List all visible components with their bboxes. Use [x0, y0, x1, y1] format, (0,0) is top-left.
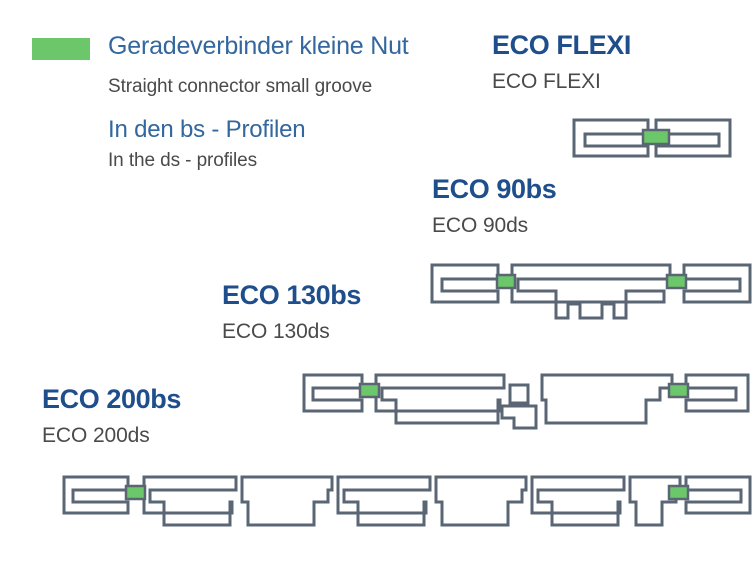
product-title-eco-90bs: ECO 90bs [432, 174, 557, 204]
legend: Geradeverbinder kleine Nut Straight conn… [0, 0, 470, 200]
eco-flexi-profile-cross-section [572, 116, 732, 158]
connector-green-block-right [667, 382, 690, 399]
product-eco-90bs: ECO 90bs ECO 90ds [432, 174, 557, 237]
eco-130bs-profile-cross-section [300, 370, 752, 438]
legend-subtitle-de: In den bs - Profilen [108, 116, 306, 143]
legend-title-de: Geradeverbinder kleine Nut [108, 32, 409, 60]
product-subtitle-eco-200bs: ECO 200ds [42, 424, 150, 447]
product-title-eco-200bs: ECO 200bs [42, 384, 181, 414]
product-subtitle-eco-flexi: ECO FLEXI [492, 70, 601, 93]
product-subtitle-eco-130bs: ECO 130ds [222, 320, 330, 343]
connector-green-block-left [358, 382, 381, 399]
connector-green-block-right [667, 484, 690, 501]
legend-title-en: Straight connector small groove [108, 76, 373, 97]
legend-subtitle-en: In the ds - profiles [108, 150, 258, 171]
legend-swatch-row [32, 38, 90, 60]
product-eco-flexi: ECO FLEXI ECO FLEXI [492, 30, 631, 93]
connector-green-block-left [124, 484, 147, 501]
eco-90bs-profile-cross-section [428, 260, 754, 322]
green-connector-swatch [32, 38, 90, 60]
product-eco-130bs: ECO 130bs ECO 130ds [222, 280, 361, 343]
product-title-eco-130bs: ECO 130bs [222, 280, 361, 310]
connector-green-block [641, 128, 671, 146]
eco-200bs-profile-cross-section [60, 472, 754, 550]
product-subtitle-eco-90bs: ECO 90ds [432, 214, 529, 237]
product-title-eco-flexi: ECO FLEXI [492, 30, 631, 60]
product-eco-200bs: ECO 200bs ECO 200ds [42, 384, 181, 447]
connector-green-block-right [665, 273, 688, 290]
connector-green-block-left [495, 273, 517, 290]
